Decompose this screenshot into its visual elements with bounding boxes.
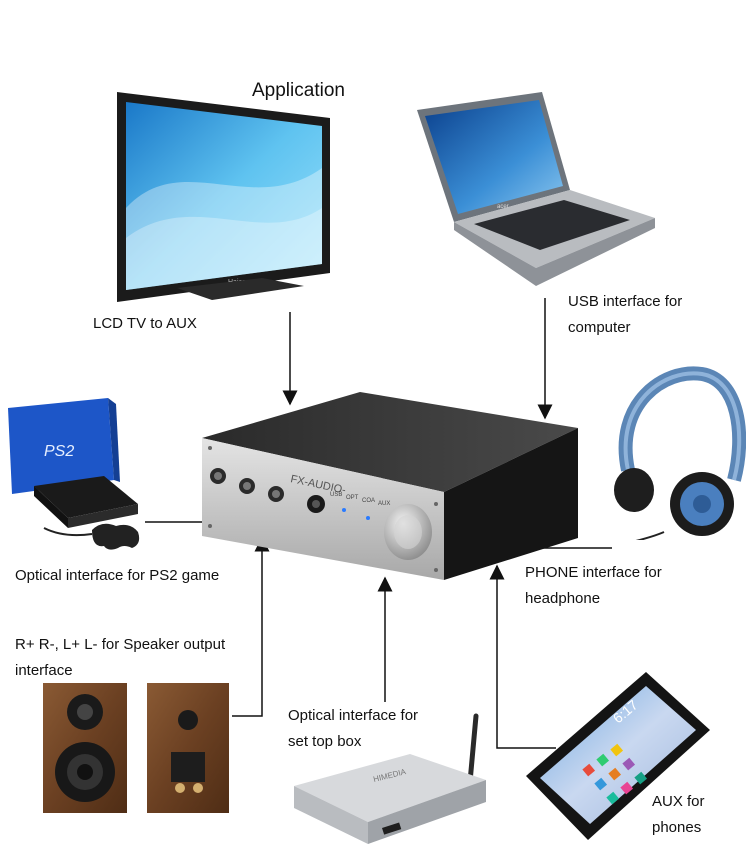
label-aux: AUX for phones	[652, 793, 705, 836]
lcd-tv-image: Haier	[117, 92, 330, 302]
ps2-logo-text: PS2	[44, 443, 74, 460]
fx-audio-amplifier-image: FX-AUDIO- USB OPT COA AUX	[202, 392, 578, 580]
arrow-speaker	[232, 536, 270, 717]
set-top-box-image: HIMEDIA	[294, 713, 486, 844]
input-usb-text: USB	[330, 492, 342, 498]
speakers-image	[43, 683, 229, 813]
label-lcd-tv: LCD TV to AUX	[93, 315, 197, 332]
laptop-image: acer	[417, 92, 655, 286]
label-speaker: R+ R-, L+ L- for Speaker output interfac…	[15, 636, 226, 679]
label-usb: USB interface for computer	[568, 293, 683, 336]
input-aux-text: AUX	[378, 501, 390, 507]
headphones-image	[614, 366, 746, 540]
label-ps2: Optical interface for PS2 game	[15, 567, 220, 584]
label-phone: PHONE interface for headphone	[525, 564, 662, 607]
ps2-console-image: PS2	[8, 398, 140, 550]
input-opt-text: OPT	[346, 495, 359, 501]
input-coa-text: COA	[362, 498, 375, 504]
diagram-title: Application	[252, 80, 345, 101]
laptop-brand-text: acer	[497, 204, 509, 210]
arrow-aux	[489, 564, 556, 749]
smartphone-image: 6:17	[526, 672, 710, 840]
label-set-top-box: Optical interface for set top box	[288, 707, 419, 750]
